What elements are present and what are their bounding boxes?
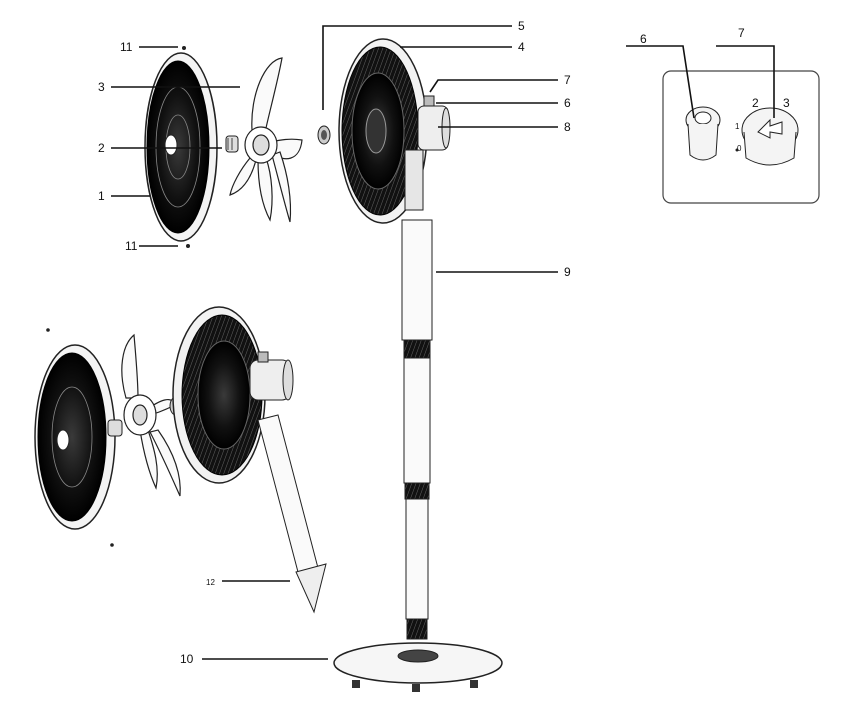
label-pole-connector: 12 [206,578,215,587]
label-clip-top: 11 [120,40,133,54]
label-grill-back: 1 [98,189,105,203]
detail-inset [662,70,820,204]
knob-icon [423,95,435,107]
motor-housing [404,95,451,211]
lower-front-grill [34,344,116,530]
leader-lines [111,25,775,660]
label-grill-front: 3 [98,80,105,94]
clip-top-icon [182,46,186,50]
knob-detail [741,107,799,166]
base [333,642,503,692]
spinner-cap [225,135,239,153]
lower-spinner [107,419,123,437]
pole [401,219,433,640]
lower-motor-housing [249,351,294,401]
front-grill [144,46,218,248]
fan-blade [229,57,303,223]
label-knob: 7 [564,73,571,87]
lower-blade [121,333,181,497]
knob-arrow-icon [757,118,783,139]
label-detail-6: 6 [640,32,647,46]
label-base: 10 [180,652,194,666]
knob-position-2: 2 [752,96,759,110]
label-detail-7: 7 [738,26,745,40]
label-motor: 8 [564,120,571,134]
label-pole: 9 [564,265,571,279]
knob-position-0: 0 [737,144,742,153]
label-spinner: 2 [98,141,105,155]
direction-marks [46,148,739,547]
blade-nut [317,125,331,145]
knob-position-3: 3 [783,96,790,110]
lower-rear-grill [172,306,266,484]
label-shaft-sleeve: 6 [564,96,571,110]
knob-position-1: 1 [735,122,740,131]
label-back-grill: 4 [518,40,525,54]
lower-neck [257,414,327,614]
label-clip-bottom: 11 [125,239,138,253]
clip-bottom-icon [186,244,190,248]
shaft-sleeve-detail [685,106,721,161]
label-blade-nut: 5 [518,19,525,33]
